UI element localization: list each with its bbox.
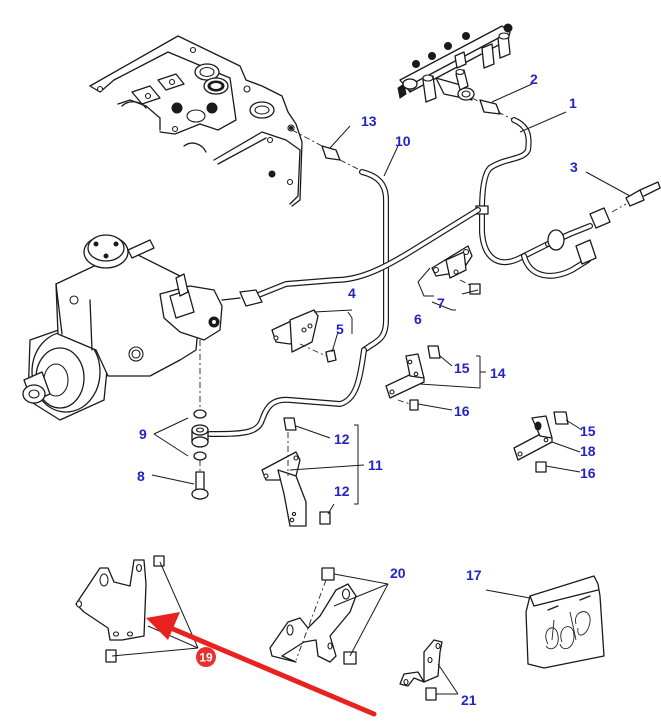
fastener-kit-bag-17 xyxy=(525,575,605,669)
arrowhead-icon xyxy=(146,612,180,640)
washer-upper xyxy=(193,409,207,419)
callout-21: 21 xyxy=(461,692,477,708)
fuel-pipe-10 xyxy=(207,169,389,437)
callout-7: 7 xyxy=(437,295,445,311)
clip-15 xyxy=(553,411,569,425)
nut-19-top xyxy=(153,555,165,567)
nut-21 xyxy=(425,687,437,701)
bracket-19 xyxy=(75,555,165,663)
fitting-part-2 xyxy=(479,99,501,115)
bolt-7 xyxy=(469,283,481,295)
callout-9: 9 xyxy=(139,426,147,442)
callout-15-upper: 15 xyxy=(454,360,470,376)
bolt-16 xyxy=(535,461,547,473)
highlight-arrow xyxy=(163,623,377,717)
bracket-6 xyxy=(431,245,481,295)
callout-11: 11 xyxy=(368,457,383,473)
bracket-14 xyxy=(385,345,441,411)
engine-block-illustration xyxy=(89,35,303,207)
clip-12-top xyxy=(283,417,297,431)
return-line xyxy=(253,207,481,299)
callout-17: 17 xyxy=(466,567,482,583)
bracket-11 xyxy=(261,417,331,527)
callout-labels: 1 2 3 4 5 6 7 8 9 10 11 12 12 13 14 15 1… xyxy=(137,71,596,708)
washer-lower xyxy=(193,451,207,461)
callout-12-top: 12 xyxy=(334,431,350,447)
callout-20: 20 xyxy=(390,565,406,581)
highlight-annotation: 19 xyxy=(146,612,377,717)
callout-18: 18 xyxy=(580,443,596,459)
callout-13: 13 xyxy=(361,113,377,129)
injection-pump-illustration xyxy=(22,234,263,421)
part-19-badge xyxy=(196,647,216,667)
callout-14: 14 xyxy=(490,365,506,381)
bracket-21 xyxy=(399,639,443,701)
bracket-20 xyxy=(269,567,357,665)
callout-19: 19 xyxy=(199,651,213,665)
callout-1: 1 xyxy=(569,95,577,111)
callout-12-bottom: 12 xyxy=(334,483,350,499)
nut-20-top xyxy=(321,567,335,581)
part-13-fitting xyxy=(291,129,361,171)
bracket-18 xyxy=(513,411,569,473)
part-3-fitting xyxy=(611,181,661,213)
fuel-pipe-1 xyxy=(475,117,611,279)
nut-19-bottom xyxy=(105,649,117,663)
callout-10: 10 xyxy=(395,133,411,149)
bolt-16 xyxy=(409,399,419,411)
callout-16-upper: 16 xyxy=(454,403,470,419)
callout-16-lower: 16 xyxy=(580,465,596,481)
leader-lines xyxy=(111,83,631,695)
nut-20-bottom xyxy=(343,651,357,665)
callout-2: 2 xyxy=(530,71,538,87)
callout-5: 5 xyxy=(336,321,344,337)
bracket-4 xyxy=(271,309,337,363)
callout-6: 6 xyxy=(414,311,422,327)
clip-15 xyxy=(427,345,441,359)
fuel-rail-illustration xyxy=(397,23,515,121)
callout-3: 3 xyxy=(570,159,578,175)
callout-15-lower: 15 xyxy=(580,423,596,439)
clip-12-bottom xyxy=(319,511,331,525)
callout-8: 8 xyxy=(137,468,145,484)
callout-4: 4 xyxy=(348,285,356,301)
bolt-5 xyxy=(325,349,337,363)
banjo-bolt-stack xyxy=(191,340,209,500)
